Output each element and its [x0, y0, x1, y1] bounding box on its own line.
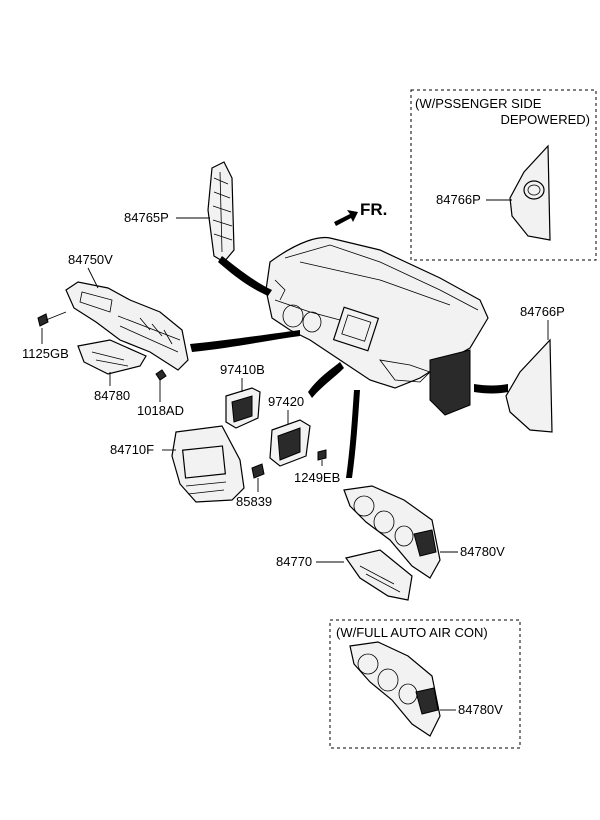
label-84750V: 84750V [68, 252, 113, 289]
label-84766P-box: 84766P [436, 192, 512, 207]
label-84780V-box-text: 84780V [458, 702, 503, 717]
label-84780-text: 84780 [94, 388, 130, 403]
front-arrow-icon [334, 210, 358, 226]
passenger-box-line1: (W/PSSENGER SIDE [415, 96, 542, 111]
label-85839: 85839 [236, 478, 272, 509]
label-97420-text: 97420 [268, 394, 304, 409]
part-1125GB-bolt [37, 311, 67, 327]
part-84780V-lower-pad-main [343, 390, 441, 579]
part-97410B-air-vent [225, 387, 261, 429]
full-auto-option-box: (W/FULL AUTO AIR CON) [329, 619, 521, 749]
passenger-box-line2: DEPOWERED) [500, 112, 590, 127]
part-97420-center-vent [269, 362, 344, 467]
part-84710F-center-fascia [171, 425, 245, 503]
part-1018AD-screw [155, 369, 167, 381]
label-84765P: 84765P [124, 210, 210, 225]
label-84780V-main-text: 84780V [460, 544, 505, 559]
label-97420: 97420 [268, 394, 304, 424]
label-1249EB: 1249EB [294, 470, 340, 485]
label-84780: 84780 [94, 372, 130, 403]
label-1249EB-text: 1249EB [294, 470, 340, 485]
part-84766P-side-cover-main [474, 338, 553, 433]
full-auto-box-line1: (W/FULL AUTO AIR CON) [336, 625, 488, 640]
label-84770-text: 84770 [276, 554, 312, 569]
label-84780V-main: 84780V [440, 544, 505, 559]
label-84766P-main: 84766P [520, 304, 565, 340]
part-84765P-side-cover [207, 161, 272, 296]
label-84710F-text: 84710F [110, 442, 154, 457]
part-84766P-side-cover-box [509, 144, 551, 241]
label-84750V-text: 84750V [68, 252, 113, 267]
front-direction-marker: FR. [334, 200, 387, 226]
label-1125GB: 1125GB [22, 328, 69, 361]
part-1249EB-bolt [317, 449, 327, 466]
label-84766P-main-text: 84766P [520, 304, 565, 319]
label-97410B: 97410B [220, 362, 265, 392]
label-84780V-box: 84780V [440, 702, 503, 717]
part-85839-clip [251, 463, 265, 479]
label-85839-text: 85839 [236, 494, 272, 509]
part-84780V-lower-pad-box [349, 641, 441, 737]
part-84750V-lower-panel [65, 281, 300, 371]
label-84770: 84770 [276, 554, 344, 569]
main-instrument-panel [265, 236, 489, 416]
label-84765P-text: 84765P [124, 210, 169, 225]
label-84766P-box-text: 84766P [436, 192, 481, 207]
label-1018AD: 1018AD [137, 380, 184, 418]
label-1125GB-text: 1125GB [22, 346, 69, 361]
label-84710F: 84710F [110, 442, 176, 457]
label-1018AD-text: 1018AD [137, 403, 184, 418]
front-direction-label: FR. [360, 200, 387, 219]
passenger-side-option-box: (W/PSSENGER SIDE DEPOWERED) [410, 89, 597, 261]
part-84770-glove-box [345, 549, 413, 601]
label-97410B-text: 97410B [220, 362, 265, 377]
part-84780-bracket [77, 339, 147, 375]
